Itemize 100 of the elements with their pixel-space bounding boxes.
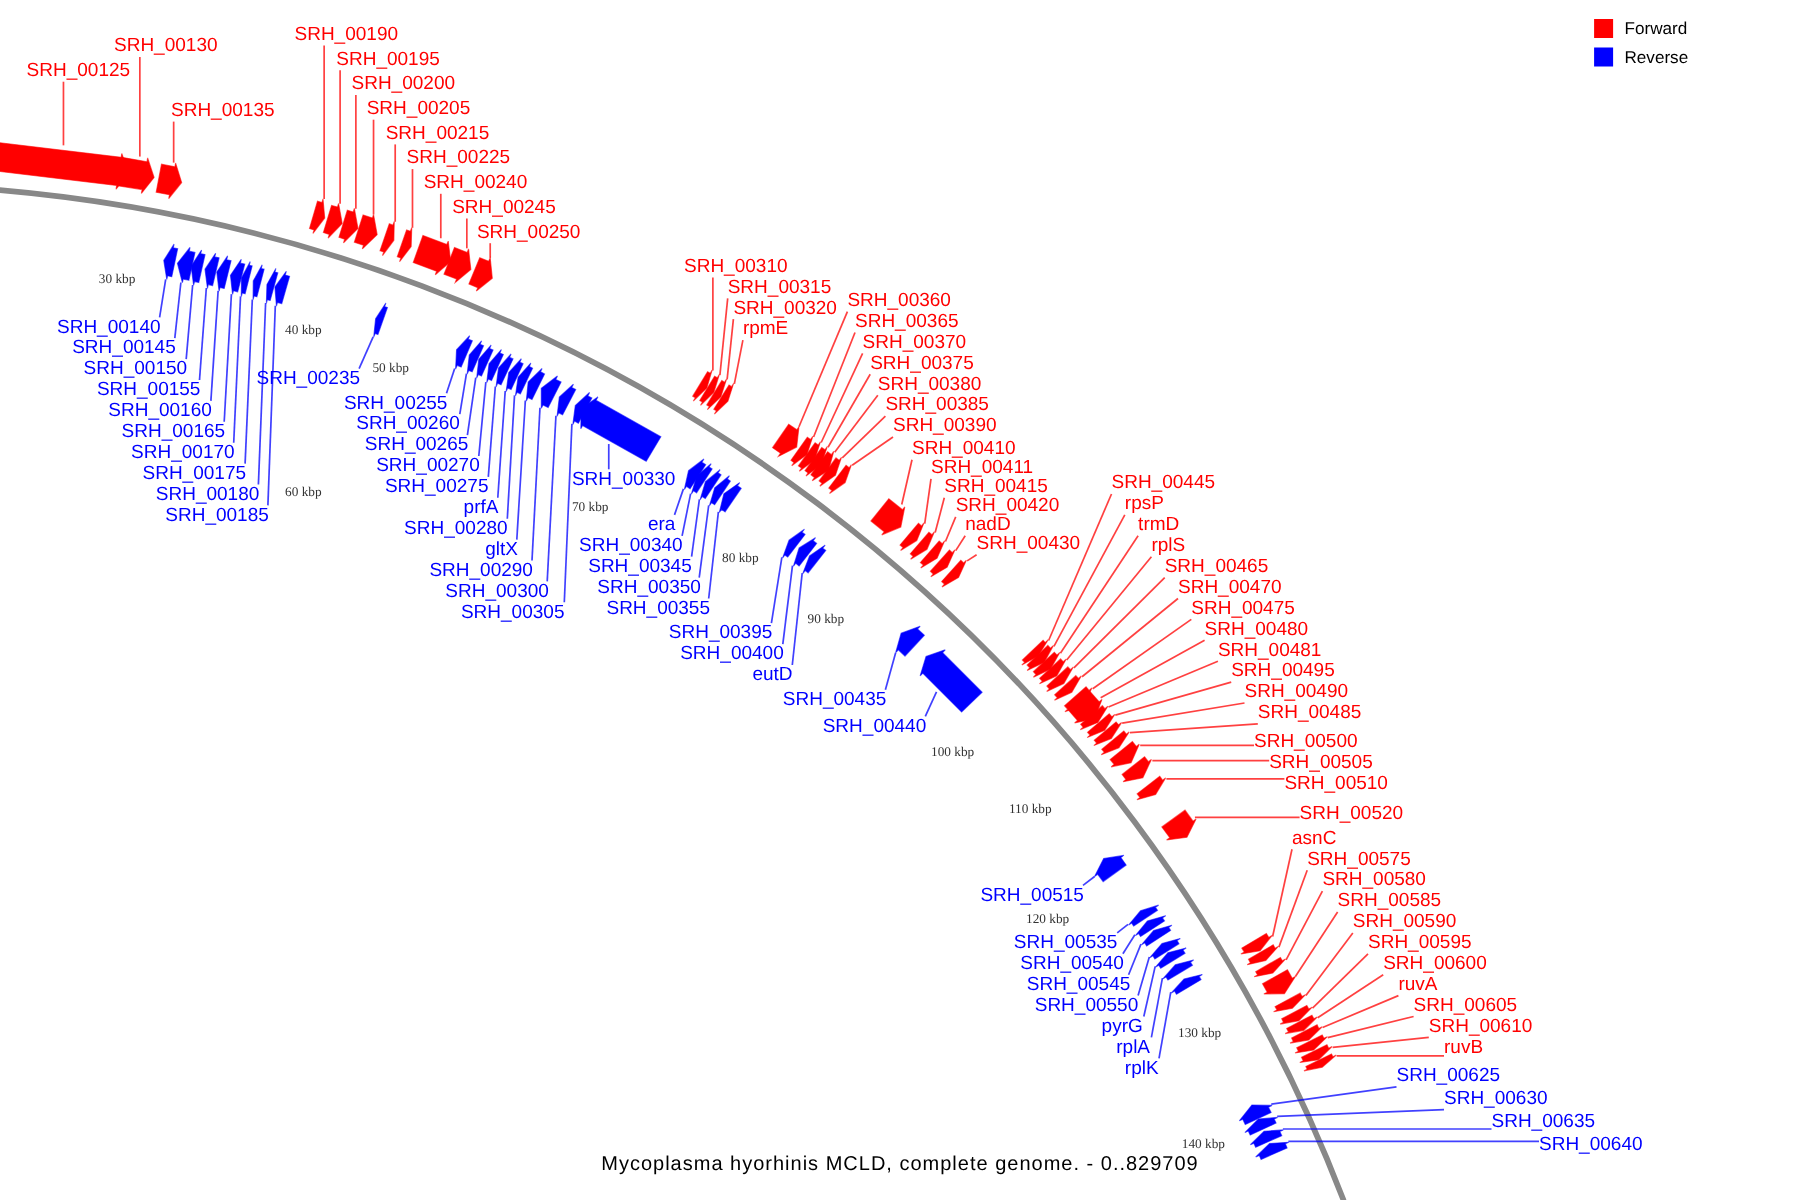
leader-line [323,44,325,200]
leader-line [477,381,487,457]
gene-label: SRH_00255 [343,392,448,414]
gene-label: SRH_00125 [26,59,131,81]
gene-block [929,549,956,578]
gene-block [338,207,359,244]
leader-line [394,143,397,223]
gene-block [899,522,925,551]
gene-label: SRH_00635 [1491,1110,1595,1132]
gene-label: SRH_00200 [351,73,455,95]
leader-line [770,556,783,625]
gene-label: SRH_00485 [1257,702,1362,723]
gene-label: SRH_00190 [294,23,398,45]
gene-block [308,198,326,235]
gene-block [699,469,722,501]
leader-line [884,651,897,691]
gene-block [1244,1116,1279,1136]
gene-block [698,373,720,406]
gene-label: SRH_00205 [366,97,471,119]
gene-label: SRH_00260 [356,413,460,435]
gene-block [1134,915,1167,938]
leader-line [812,331,856,438]
gene-block [1162,959,1195,981]
leader-line [439,192,442,240]
gene-label: SRH_00305 [460,601,565,623]
gene-label: rplS [1151,534,1186,556]
gene-block [1240,932,1273,955]
leader-line [827,373,872,449]
gene-block [540,375,562,409]
leader-line [1065,555,1153,661]
gene-label: SRH_00411 [931,456,1034,478]
leader-line [681,492,692,537]
gene-block [1249,1129,1284,1148]
leader-line [139,56,141,158]
gene-block [190,249,206,286]
gene-label: SRH_00415 [944,475,1048,497]
gene-block [1279,1004,1313,1025]
gene-block [718,482,742,513]
gene-block [691,369,713,402]
gene-block [1128,904,1160,927]
gene-label: SRH_00245 [452,196,556,218]
gene-label: SRH_00250 [476,221,581,243]
gene-block [476,344,494,379]
gene-block [556,383,577,417]
gene-label: rplA [1116,1036,1151,1058]
leader-line [900,458,913,506]
gene-label: SRH_00380 [877,373,982,395]
leader-line [1127,943,1142,976]
gene-label: SRH_00130 [114,35,218,57]
gene-label: SRH_00345 [588,555,692,577]
gene-label: SRH_00395 [668,622,773,644]
gene-block [1109,740,1140,768]
gene-label: SRH_00350 [597,576,701,598]
leader-line [712,276,714,372]
gene-label: eutD [752,664,793,685]
leader-line [1121,702,1246,724]
gene-block [1140,924,1173,947]
gene-label: SRH_00280 [404,517,508,539]
gene-label: SRH_00370 [862,331,967,353]
leader-line [185,284,194,360]
gene-label: SRH_00600 [1383,952,1487,974]
leader-line [1137,956,1151,997]
gene-block [1289,1024,1323,1044]
leader-line [934,496,946,534]
gene-label: SRH_00410 [912,437,1016,459]
leader-line [1276,1108,1445,1118]
gene-label: SRH_00150 [83,358,188,380]
gene-block [1046,666,1074,692]
leader-line [1081,597,1179,678]
gene-label: SRH_00180 [155,483,260,505]
gene-block [1253,956,1287,978]
gene-block [1255,1141,1290,1161]
leader-line [798,310,849,428]
gene-block [116,156,155,194]
leader-line [515,399,527,541]
leader-line [833,394,879,454]
gene-label: ruvB [1444,1036,1484,1058]
gene-block [1170,973,1203,996]
gene-label: SRH_00481 [1217,639,1322,661]
leader-line [198,287,208,381]
gene-block [1067,690,1103,724]
gene-label: SRH_00585 [1337,890,1442,912]
gene-block [810,450,835,482]
gene-label: SRH_00175 [142,462,246,484]
leader-line [62,80,65,147]
gene-label: SRH_00420 [955,494,1060,516]
gene-label: SRH_00160 [108,399,212,421]
gene-block [1038,658,1067,685]
gene-label: SRH_00225 [406,147,511,169]
gene-label: SRH_00540 [1020,952,1124,974]
gene-label: SRH_00480 [1204,618,1309,640]
leader-line [339,69,341,205]
leader-line [1047,493,1113,642]
leader-line [944,515,957,543]
gene-label: ruvA [1398,973,1438,995]
gene-label: SRH_00265 [364,434,469,456]
gene-block [455,335,474,370]
gene-block [919,649,983,713]
leader-line [923,477,932,525]
leader-line [458,372,468,416]
